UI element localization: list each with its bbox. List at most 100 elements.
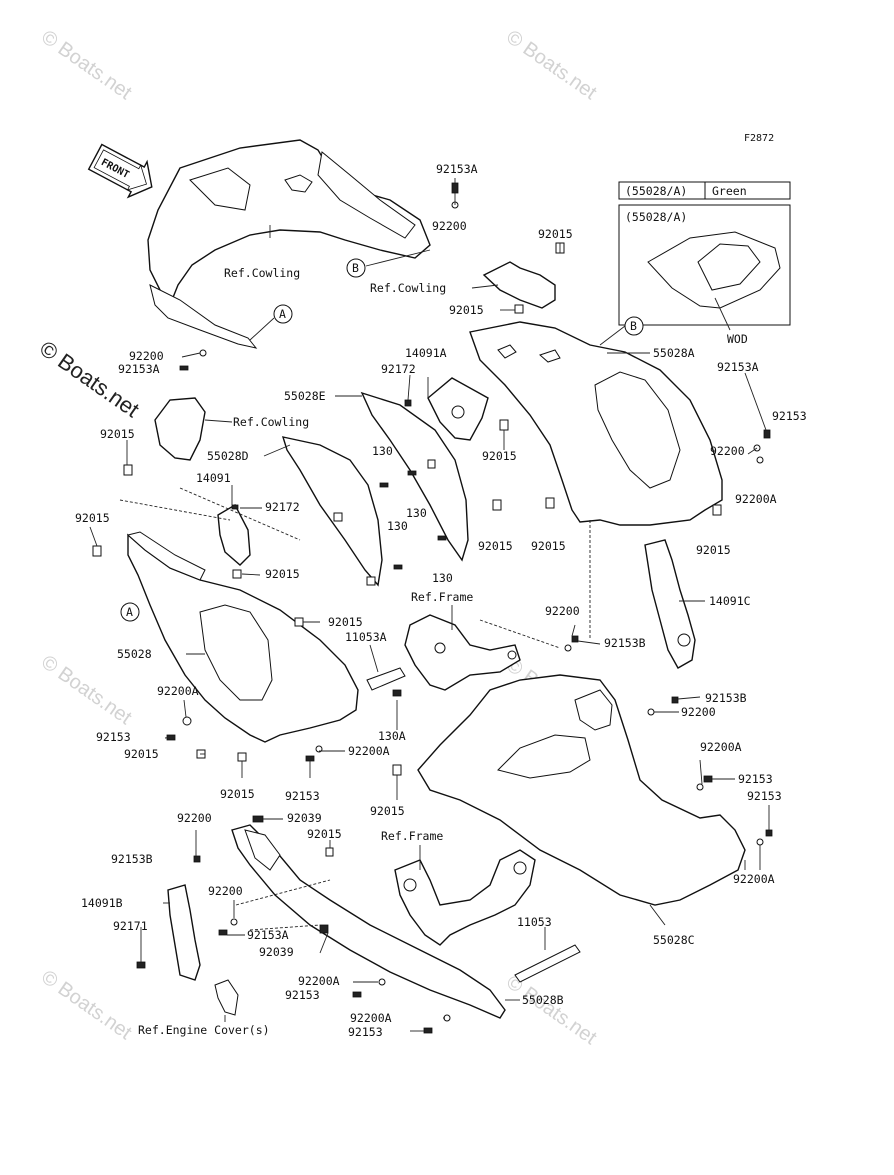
- callout-b-1: B: [352, 261, 359, 275]
- label-92015: 92015: [75, 511, 110, 525]
- label-92015: 92015: [531, 539, 566, 553]
- label-92015: 92015: [696, 543, 731, 557]
- label-92200A: 92200A: [298, 974, 340, 988]
- ref-frame-lower: Ref.Frame: [381, 829, 536, 946]
- label-92200A: 92200A: [348, 744, 390, 758]
- front-arrow-icon: FRONT: [87, 143, 153, 199]
- part-labels: 92153A 92200 92015 92015 92200 92153A 14…: [75, 162, 807, 1039]
- callout-a-2: A: [126, 605, 133, 619]
- label-11053: 11053: [517, 915, 552, 929]
- label-55028E: 55028E: [284, 389, 326, 403]
- label-92200: 92200: [710, 444, 745, 458]
- watermark: © Boats.net: [37, 966, 136, 1044]
- label-11053A: 11053A: [345, 630, 387, 644]
- label-92200A: 92200A: [157, 684, 199, 698]
- label-92153: 92153: [738, 772, 773, 786]
- label-92015: 92015: [100, 427, 135, 441]
- label-92200: 92200: [432, 219, 467, 233]
- ref-cowling-bracket: Ref.Cowling: [370, 261, 556, 309]
- bracket-14091B: [167, 884, 201, 981]
- bracket-11053A: [366, 667, 406, 691]
- watermark: © Boats.net: [35, 336, 144, 423]
- color-table-part: (55028/A): [625, 184, 687, 198]
- label-ref-cowling-2: Ref.Cowling: [370, 281, 446, 295]
- label-55028: 55028: [117, 647, 152, 661]
- callout-b-2: B: [630, 319, 637, 333]
- label-92200A: 92200A: [733, 872, 775, 886]
- label-92015: 92015: [220, 787, 255, 801]
- label-92015: 92015: [538, 227, 573, 241]
- leader-lines: [89, 178, 770, 1032]
- callouts: B A B A: [120, 258, 644, 622]
- label-92153A: 92153A: [717, 360, 759, 374]
- label-ref-frame-1: Ref.Frame: [411, 590, 473, 604]
- label-92200: 92200: [208, 884, 243, 898]
- callout-a-1: A: [279, 307, 286, 321]
- watermark: © Boats.net: [502, 26, 601, 104]
- label-130A: 130A: [378, 729, 406, 743]
- label-92015: 92015: [265, 567, 300, 581]
- watermark: © Boats.net: [37, 651, 136, 729]
- label-92153B: 92153B: [604, 636, 646, 650]
- label-92015: 92015: [124, 747, 159, 761]
- label-92153B: 92153B: [705, 691, 747, 705]
- label-92153: 92153: [285, 988, 320, 1002]
- label-92015: 92015: [370, 804, 405, 818]
- label-92153: 92153: [772, 409, 807, 423]
- color-table-color: Green: [712, 184, 747, 198]
- label-92153B: 92153B: [111, 852, 153, 866]
- inset-code: WOD: [727, 332, 748, 346]
- label-14091: 14091: [196, 471, 231, 485]
- cowl-55028-left: [126, 531, 359, 743]
- label-92200: 92200: [681, 705, 716, 719]
- bracket-14091C: [644, 539, 696, 669]
- label-92015: 92015: [478, 539, 513, 553]
- label-14091A: 14091A: [405, 346, 447, 360]
- label-92200A: 92200A: [350, 1011, 392, 1025]
- label-92039: 92039: [287, 811, 322, 825]
- cowl-55028B: [231, 824, 506, 1019]
- label-55028B: 55028B: [522, 993, 564, 1007]
- label-92200A: 92200A: [735, 492, 777, 506]
- label-14091C: 14091C: [709, 594, 751, 608]
- hardware: [92, 182, 773, 1034]
- label-ref-cowling-3: Ref.Cowling: [233, 415, 309, 429]
- cowl-55028C-lower: [417, 674, 746, 906]
- label-55028A: 55028A: [653, 346, 695, 360]
- label-14091B: 14091B: [81, 896, 123, 910]
- label-55028C: 55028C: [653, 933, 695, 947]
- bracket-14091A: [427, 377, 489, 441]
- label-92171: 92171: [113, 919, 148, 933]
- panel-55028D: [281, 436, 383, 587]
- label-ref-frame-2: Ref.Frame: [381, 829, 443, 843]
- left-ref-cowling-part: Ref.Cowling: [154, 397, 309, 461]
- label-92015: 92015: [328, 615, 363, 629]
- label-55028D: 55028D: [207, 449, 249, 463]
- label-92015: 92015: [482, 449, 517, 463]
- label-92153A: 92153A: [118, 362, 160, 376]
- label-92200: 92200: [129, 349, 164, 363]
- label-130: 130: [372, 444, 393, 458]
- label-92153A: 92153A: [247, 928, 289, 942]
- inset-part: (55028/A): [625, 210, 687, 224]
- label-130: 130: [387, 519, 408, 533]
- label-92153: 92153: [747, 789, 782, 803]
- bar-11053: [514, 944, 581, 983]
- label-92153A: 92153A: [436, 162, 478, 176]
- bracket-14091: [217, 504, 251, 566]
- engine-cover-bracket: Ref.Engine Cover(s): [138, 979, 270, 1037]
- label-92039: 92039: [259, 945, 294, 959]
- label-92153: 92153: [348, 1025, 383, 1039]
- label-92172: 92172: [265, 500, 300, 514]
- label-ref-engine-cover: Ref.Engine Cover(s): [138, 1023, 270, 1037]
- label-130: 130: [406, 506, 427, 520]
- inset-box: (55028/A) WOD: [618, 204, 791, 346]
- watermark: © Boats.net: [37, 26, 136, 104]
- label-ref-cowling-1: Ref.Cowling: [224, 266, 300, 280]
- label-92015: 92015: [449, 303, 484, 317]
- label-92172: 92172: [381, 362, 416, 376]
- label-92200: 92200: [177, 811, 212, 825]
- label-92200A: 92200A: [700, 740, 742, 754]
